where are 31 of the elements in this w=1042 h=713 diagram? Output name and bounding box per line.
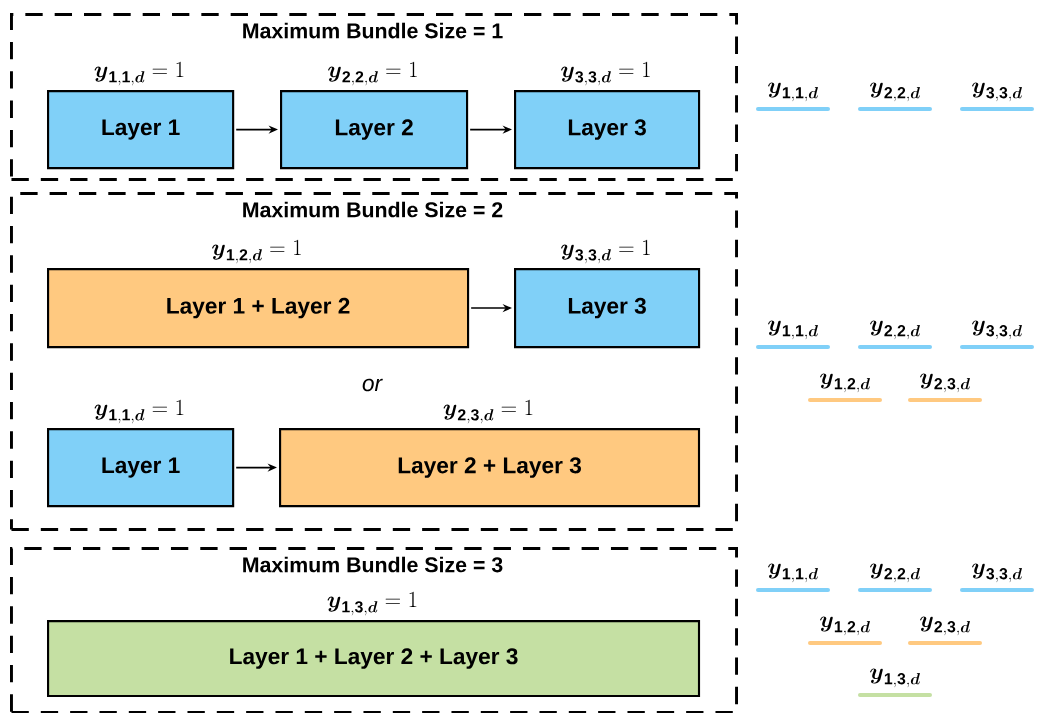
formula: $\boldsymbol{y}_{\mathbf{2},\mathbf{3},\boldsymbol{d}} = 1$ <box>443 399 533 424</box>
formula: $\boldsymbol{y}_{\mathbf{1},\mathbf{1},\boldsymbol{d}} = 1$ <box>94 399 184 424</box>
underlined-formula: $\boldsymbol{y}_{\mathbf{2},\mathbf{3},\boldsymbol{d}}$ <box>908 373 982 402</box>
formula: $\boldsymbol{y}_{\mathbf{1},\mathbf{3},\boldsymbol{d}} = 1$ <box>327 591 417 616</box>
layer-box: Layer 3 <box>514 268 701 349</box>
underlined-formula: $\boldsymbol{y}_{\mathbf{1},\mathbf{3},\boldsymbol{d}}$ <box>858 668 932 697</box>
layer-box: Layer 1 <box>47 90 235 170</box>
formula: $\boldsymbol{y}_{\mathbf{3},\mathbf{3},\boldsymbol{d}} = 1$ <box>561 61 650 86</box>
formula: $\boldsymbol{y}_{\mathbf{2},\mathbf{2},\boldsymbol{d}} = 1$ <box>328 61 417 86</box>
underlined-formula: $\boldsymbol{y}_{\mathbf{1},\mathbf{1},\boldsymbol{d}}$ <box>756 320 830 349</box>
layer-box: Layer 2 <box>280 90 469 170</box>
layer-box: Layer 1 + Layer 2 + Layer 3 <box>47 620 701 698</box>
underlined-formula: $\boldsymbol{y}_{\mathbf{2},\mathbf{2},\boldsymbol{d}}$ <box>858 82 932 111</box>
layer-box: Layer 1 <box>47 428 235 508</box>
underlined-formula: $\boldsymbol{y}_{\mathbf{3},\mathbf{3},\boldsymbol{d}}$ <box>960 563 1034 592</box>
underlined-formula: $\boldsymbol{y}_{\mathbf{2},\mathbf{2},\boldsymbol{d}}$ <box>858 563 932 592</box>
layer-box: Layer 2 + Layer 3 <box>279 428 701 508</box>
formula: $\boldsymbol{y}_{\mathbf{3},\mathbf{3},\boldsymbol{d}} = 1$ <box>561 239 650 264</box>
underlined-formula: $\boldsymbol{y}_{\mathbf{1},\mathbf{2},\boldsymbol{d}}$ <box>808 616 882 645</box>
layer-box: Layer 1 + Layer 2 <box>47 268 470 349</box>
formula: $\boldsymbol{y}_{\mathbf{1},\mathbf{1},\boldsymbol{d}} = 1$ <box>94 61 184 86</box>
underlined-formula: $\boldsymbol{y}_{\mathbf{3},\mathbf{3},\boldsymbol{d}}$ <box>960 82 1034 111</box>
layer-box: Layer 3 <box>514 90 701 170</box>
underlined-formula: $\boldsymbol{y}_{\mathbf{1},\mathbf{2},\boldsymbol{d}}$ <box>808 373 882 402</box>
underlined-formula: $\boldsymbol{y}_{\mathbf{3},\mathbf{3},\boldsymbol{d}}$ <box>960 320 1034 349</box>
underlined-formula: $\boldsymbol{y}_{\mathbf{1},\mathbf{1},\boldsymbol{d}}$ <box>756 563 830 592</box>
formula: $\boldsymbol{y}_{\mathbf{1},\mathbf{2},\boldsymbol{d}} = 1$ <box>212 239 301 264</box>
underlined-formula: $\boldsymbol{y}_{\mathbf{2},\mathbf{2},\boldsymbol{d}}$ <box>858 320 932 349</box>
underlined-formula: $\boldsymbol{y}_{\mathbf{2},\mathbf{3},\boldsymbol{d}}$ <box>908 616 982 645</box>
or-text: or <box>362 378 383 392</box>
underlined-formula: $\boldsymbol{y}_{\mathbf{1},\mathbf{1},\boldsymbol{d}}$ <box>756 82 830 111</box>
